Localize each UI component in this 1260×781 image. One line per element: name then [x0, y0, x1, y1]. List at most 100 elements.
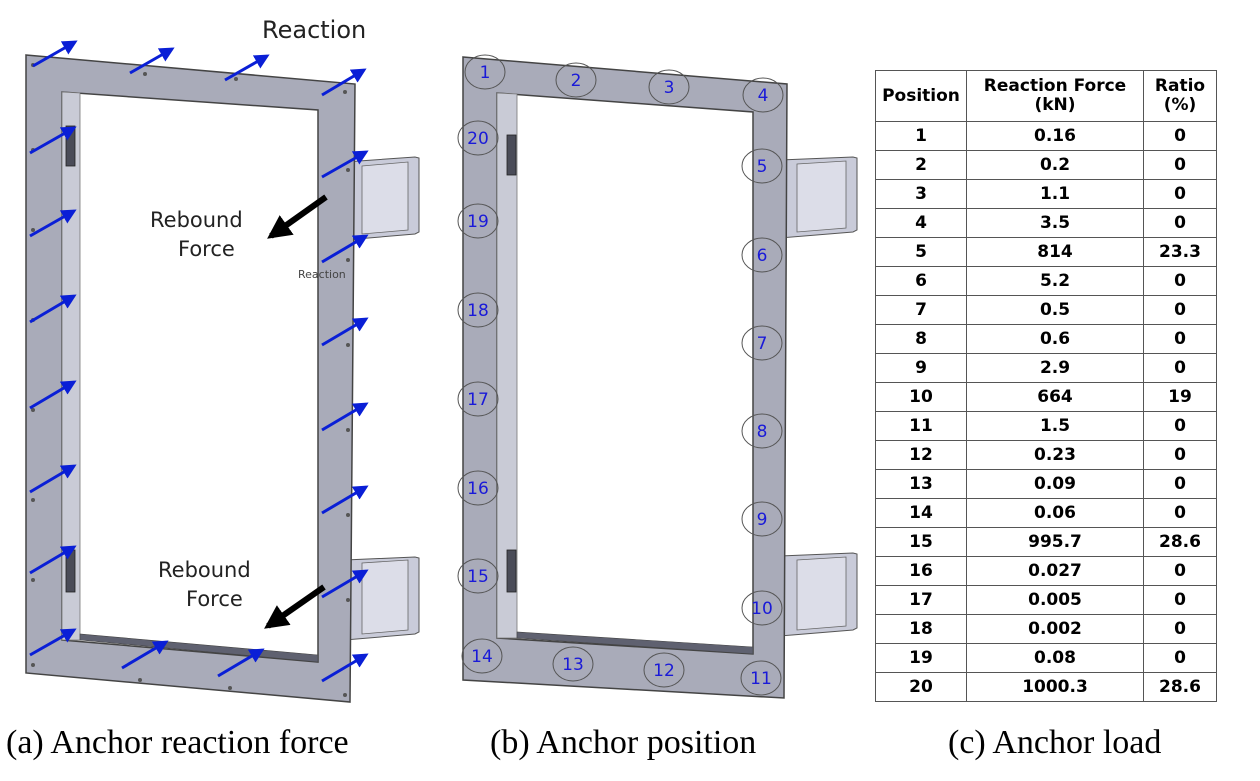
position-marker-19 [457, 203, 499, 239]
reaction-arrow [321, 485, 369, 515]
cell-position: 9 [875, 353, 967, 383]
position-marker-13 [552, 646, 594, 682]
reaction-arrow [321, 317, 369, 347]
position-number-5: 5 [757, 157, 768, 177]
cell-ratio: 0 [1143, 208, 1217, 238]
cell-position: 2 [875, 150, 967, 180]
reaction-label-top: Reaction [262, 16, 366, 44]
position-marker-10 [741, 590, 783, 626]
position-marker-18 [457, 292, 499, 328]
cell-ratio: 0 [1143, 585, 1217, 615]
position-number-19: 19 [467, 212, 489, 232]
cell-reaction-force: 664 [966, 382, 1144, 412]
reaction-arrow [129, 47, 175, 75]
position-marker-2 [555, 62, 597, 98]
position-number-3: 3 [664, 78, 675, 98]
position-number-10: 10 [751, 599, 773, 619]
position-number-6: 6 [757, 246, 768, 266]
rebound-arrow-lower [264, 584, 326, 629]
cell-position: 7 [875, 295, 967, 325]
cell-position: 20 [875, 672, 967, 702]
cell-reaction-force: 0.23 [966, 440, 1144, 470]
reaction-arrow [321, 68, 367, 97]
reaction-arrow [29, 209, 77, 238]
cell-position: 5 [875, 237, 967, 267]
reaction-arrow [224, 54, 270, 82]
cell-reaction-force: 0.002 [966, 614, 1144, 644]
cell-reaction-force: 1.1 [966, 179, 1144, 209]
rebound-label-upper-1: Rebound [150, 208, 243, 232]
position-marker-14 [461, 638, 503, 674]
position-number-11: 11 [750, 669, 772, 689]
cell-position: 16 [875, 556, 967, 586]
cell-position: 1 [875, 121, 967, 151]
reaction-arrow [321, 402, 369, 432]
position-marker-3 [648, 69, 690, 105]
position-marker-5 [741, 148, 783, 184]
reaction-arrow [217, 648, 265, 678]
cell-ratio: 0 [1143, 324, 1217, 354]
cell-ratio: 0 [1143, 643, 1217, 673]
reaction-arrow [321, 150, 369, 179]
cell-position: 12 [875, 440, 967, 470]
position-marker-8 [741, 413, 783, 449]
position-number-4: 4 [758, 86, 769, 106]
cell-position: 11 [875, 411, 967, 441]
cell-ratio: 0 [1143, 469, 1217, 499]
position-number-9: 9 [757, 510, 768, 530]
cell-reaction-force: 995.7 [966, 527, 1144, 557]
cell-position: 19 [875, 643, 967, 673]
cell-reaction-force: 0.5 [966, 295, 1144, 325]
position-number-15: 15 [467, 567, 489, 587]
reaction-arrow [121, 640, 169, 670]
position-marker-17 [457, 381, 499, 417]
position-marker-16 [457, 470, 499, 506]
position-number-7: 7 [757, 334, 768, 354]
cell-position: 18 [875, 614, 967, 644]
cell-reaction-force: 1.5 [966, 411, 1144, 441]
panel-a-labels: Reaction Rebound Force Reaction Rebound … [150, 16, 366, 611]
position-number-16: 16 [467, 479, 489, 499]
rebound-arrow-upper [267, 194, 328, 239]
right-bracket-lower-b [779, 552, 858, 637]
cell-reaction-force: 2.9 [966, 353, 1144, 383]
position-number-13: 13 [562, 655, 584, 675]
cell-reaction-force: 0.08 [966, 643, 1144, 673]
rebound-label-lower-1: Rebound [158, 558, 251, 582]
position-number-17: 17 [467, 390, 489, 410]
reaction-arrow [32, 40, 78, 68]
header-ratio: Ratio(%) [1143, 70, 1217, 122]
rebound-label-lower-2: Force [186, 587, 243, 611]
cell-reaction-force: 0.06 [966, 498, 1144, 528]
caption-a: (a) Anchor reaction force [6, 724, 349, 761]
header-position: Position [875, 70, 967, 122]
position-number-12: 12 [653, 661, 675, 681]
cell-reaction-force: 5.2 [966, 266, 1144, 296]
cell-ratio: 0 [1143, 179, 1217, 209]
header-reaction-force: Reaction Force(kN) [966, 70, 1144, 122]
cell-position: 14 [875, 498, 967, 528]
cell-reaction-force: 1000.3 [966, 672, 1144, 702]
cell-position: 17 [875, 585, 967, 615]
cell-ratio: 0 [1143, 121, 1217, 151]
position-marker-1 [464, 54, 506, 90]
position-marker-7 [741, 325, 783, 361]
position-number-20: 20 [467, 129, 489, 149]
reaction-arrow [29, 126, 77, 155]
cell-ratio: 0 [1143, 411, 1217, 441]
cell-reaction-force: 0.6 [966, 324, 1144, 354]
anchor-position-markers [457, 54, 784, 696]
cell-reaction-force: 0.005 [966, 585, 1144, 615]
cell-ratio: 0 [1143, 440, 1217, 470]
reaction-label-small: Reaction [298, 268, 346, 281]
cell-position: 13 [875, 469, 967, 499]
position-marker-6 [741, 237, 783, 273]
